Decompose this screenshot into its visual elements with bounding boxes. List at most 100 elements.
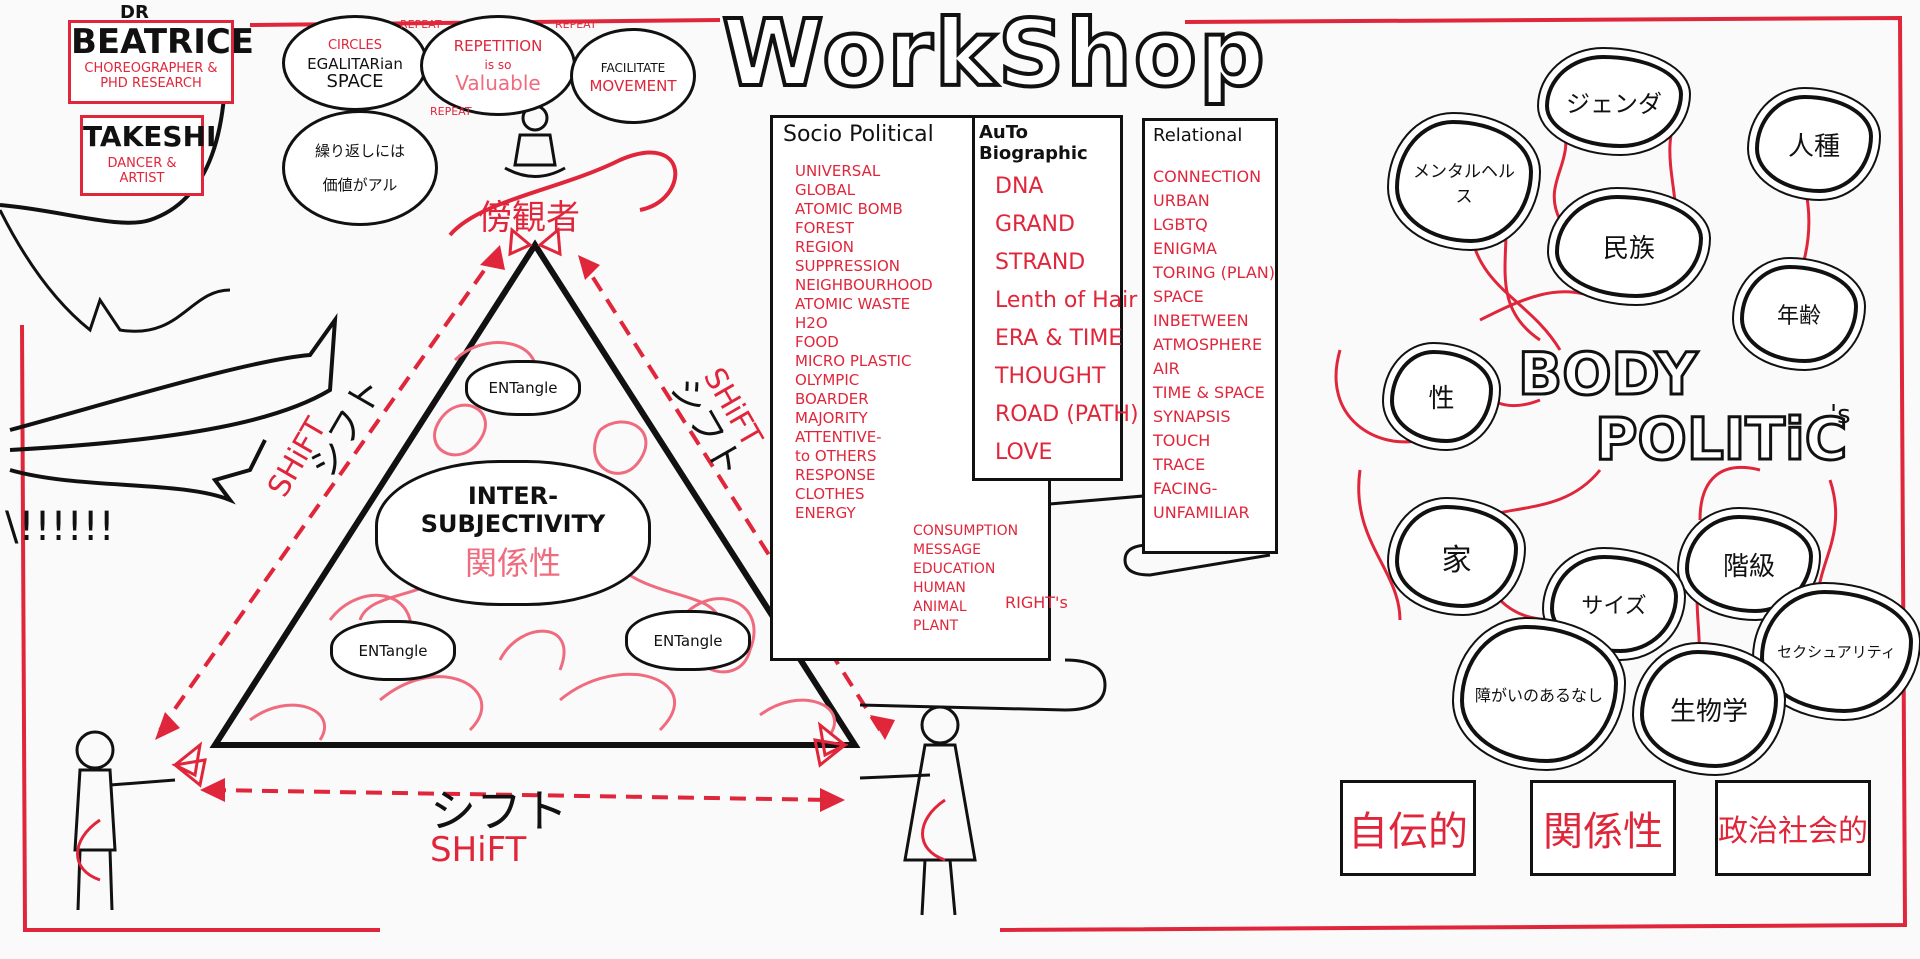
- list-item: LGBTQ: [1153, 215, 1208, 234]
- list-item: BOARDER: [795, 390, 869, 408]
- bubble-repetition: REPETITION is so Valuable: [420, 15, 576, 116]
- body-politics-blob: 障がいのあるなし: [1460, 625, 1618, 763]
- shift-label-bottom: SHiFT: [430, 830, 527, 870]
- list-item: ATMOSPHERE: [1153, 335, 1263, 354]
- list-item: ATTENTIVE-: [795, 428, 882, 446]
- body-label: BODY: [1516, 339, 1698, 410]
- list-item: SPACE: [1153, 287, 1204, 306]
- entangle-cloud-left: ENTangle: [330, 620, 456, 681]
- blob-label: 障がいのあるなし: [1474, 686, 1603, 705]
- takeshi-name: TAKESHI: [83, 120, 217, 153]
- blob-label: ジェンダ: [1566, 90, 1662, 118]
- body-politics-blob: セクシュアリティ: [1760, 590, 1913, 713]
- list-item: EDUCATION: [913, 561, 996, 577]
- bubble-jp-repeat: 繰り返しには 価値がアル: [282, 110, 438, 226]
- entangle-label-left: ENTangle: [358, 641, 428, 660]
- blob-label: セクシュアリティ: [1777, 643, 1896, 661]
- beatrice-prefix: DR: [120, 2, 149, 23]
- repeat-label-3: REPEAT: [430, 105, 472, 118]
- list-item: GRAND: [995, 212, 1075, 237]
- list-item: TIME & SPACE: [1153, 383, 1265, 402]
- list-item: MESSAGE: [913, 542, 981, 558]
- blob-label: 生物学: [1669, 696, 1748, 727]
- body-politics-blob: ジェンダ: [1545, 55, 1683, 148]
- list-item: CONNECTION: [1153, 167, 1262, 186]
- bubble-circles-line3: SPACE: [326, 71, 384, 92]
- socio-political-list-right: CONSUMPTION MESSAGE EDUCATION HUMAN ANIMAL PL…: [913, 522, 1018, 636]
- bubble-jp-line1: 繰り返しには: [314, 142, 405, 160]
- list-item: SYNAPSIS: [1153, 407, 1231, 426]
- body-politics-blob: 人種: [1755, 95, 1873, 193]
- relational-list: CONNECTION URBAN LGBTQ ENIGMA TORING (PLAN) S…: [1153, 165, 1275, 525]
- list-item: URBAN: [1153, 191, 1210, 210]
- politics-suffix: 's: [1830, 400, 1851, 430]
- body-politics-blob: 性: [1390, 350, 1493, 443]
- blob-label: 民族: [1602, 234, 1655, 264]
- list-item: PLANT: [913, 618, 959, 634]
- bubble-facilitate: FACILITATE MOVEMENT: [570, 28, 696, 124]
- repeat-label-1: REPEAT: [400, 18, 442, 31]
- entangle-cloud-top: ENTangle: [465, 360, 581, 416]
- list-item: ROAD (PATH): [995, 402, 1139, 427]
- bubble-repetition-line3: Valuable: [455, 71, 541, 95]
- list-item: TOUCH: [1153, 431, 1211, 450]
- blob-label: 人種: [1787, 131, 1840, 162]
- blob-label: サイズ: [1581, 594, 1647, 619]
- bubble-circles-line2: EGALITARian: [307, 55, 403, 73]
- list-item: NEIGHBOURHOOD: [795, 276, 933, 294]
- beatrice-role: CHOREOGRAPHER & PHD RESEARCH: [84, 61, 218, 91]
- list-item: ANIMAL: [913, 599, 967, 615]
- body-politics-blob: 生物学: [1640, 650, 1778, 768]
- bottom-scroll-autobiographic: 自伝的: [1340, 780, 1476, 876]
- body-politics-blob: 階級: [1685, 515, 1813, 613]
- bubble-circles-line1: CIRCLES: [327, 38, 383, 53]
- list-item: STRAND: [995, 250, 1086, 275]
- takeshi-banner: TAKESHI DANCER & ARTIST: [80, 115, 217, 196]
- politics-label: POLITiC: [1593, 404, 1848, 475]
- bottom-scroll-label-1: 自伝的: [1348, 809, 1468, 855]
- list-item: INBETWEEN: [1153, 311, 1249, 330]
- list-item: CONSUMPTION: [913, 523, 1019, 539]
- beatrice-name: BEATRICE: [71, 22, 255, 62]
- blob-label: 性: [1428, 384, 1455, 414]
- list-item: ATOMIC WASTE: [795, 295, 911, 313]
- takeshi-role-2: ARTIST: [119, 171, 165, 186]
- beatrice-banner: BEATRICE CHOREOGRAPHER & PHD RESEARCH: [68, 20, 255, 104]
- list-item: THOUGHT: [995, 364, 1106, 389]
- list-item: REGION: [795, 238, 854, 256]
- bubble-repetition-line1: REPETITION: [453, 37, 543, 55]
- rights-label: RIGHT's: [1005, 593, 1068, 612]
- list-item: ENIGMA: [1153, 239, 1217, 258]
- list-item: UNIVERSAL: [795, 162, 881, 180]
- list-item: to OTHERS: [795, 447, 877, 465]
- entangle-label-top: ENTangle: [488, 379, 558, 397]
- bottom-scroll-label-3: 政治社会的: [1718, 814, 1868, 849]
- list-item: CLOTHES: [795, 485, 865, 503]
- workshop-title: WorkShop: [720, 0, 1267, 109]
- list-item: AIR: [1153, 359, 1180, 378]
- list-item: DNA: [995, 174, 1044, 199]
- list-item: GLOBAL: [795, 181, 856, 199]
- auto-biographic-header: AuTo Biographic: [979, 122, 1088, 164]
- body-politics-blob: 家: [1395, 505, 1518, 608]
- blob-label: メンタルヘルス: [1413, 161, 1515, 207]
- bottom-scroll-relational: 関係性: [1530, 780, 1676, 876]
- bottom-scroll-sociopolitical: 政治社会的: [1715, 780, 1871, 876]
- list-item: MICRO PLASTIC: [795, 352, 912, 370]
- body-politics-blob: メンタルヘルス: [1395, 120, 1533, 243]
- blob-label: 階級: [1722, 551, 1775, 582]
- bottom-scroll-label-2: 関係性: [1543, 809, 1663, 855]
- list-item: SUPPRESSION: [795, 257, 900, 275]
- intersubjectivity-label: INTER-SUBJECTIVITY: [420, 482, 606, 538]
- body-politics-blob: 民族: [1555, 195, 1703, 298]
- list-item: ERA & TIME: [995, 326, 1123, 351]
- list-item: TORING (PLAN): [1153, 263, 1275, 282]
- bubble-jp-line2: 価値がアル: [322, 176, 398, 194]
- list-item: HUMAN: [913, 580, 966, 596]
- list-item: FOOD: [795, 333, 839, 351]
- list-item: LOVE: [995, 440, 1053, 465]
- bubble-facilitate-line1: FACILITATE: [600, 60, 666, 75]
